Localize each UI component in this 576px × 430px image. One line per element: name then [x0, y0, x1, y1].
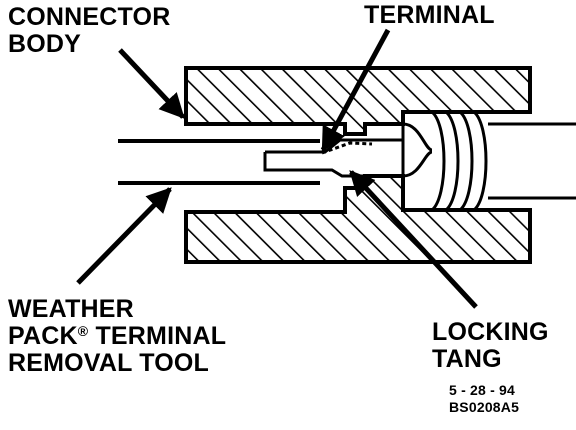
- connector-body-arrow: [118, 48, 185, 119]
- figure-date: 5 - 28 - 94: [449, 382, 516, 398]
- removal-tool-label-line2: PACK® TERMINAL: [8, 323, 226, 350]
- terminal-label-text: TERMINAL: [364, 1, 495, 29]
- locking-tang-label: LOCKING TANG: [432, 319, 549, 373]
- locking-tang-arrow: [349, 170, 478, 309]
- locking-tang-label-line1: LOCKING: [432, 318, 549, 346]
- removal-tool-label: WEATHER PACK® TERMINAL REMOVAL TOOL: [8, 296, 226, 377]
- removal-tool-label-pack: PACK: [8, 322, 78, 350]
- removal-tool: [118, 139, 320, 185]
- connector-body-label-line1: CONNECTOR: [8, 3, 171, 31]
- leader-arrows: [76, 28, 478, 309]
- terminal-arrow: [320, 28, 391, 153]
- locking-tang-label-line2: TANG: [432, 345, 502, 373]
- removal-tool-arrow: [76, 187, 172, 285]
- removal-tool-label-line1: WEATHER: [8, 295, 134, 323]
- connector-body-top-wall: [184, 66, 532, 136]
- removal-tool-label-terminal: TERMINAL: [88, 322, 227, 350]
- terminal-pin: [263, 138, 403, 178]
- figure-info: 5 - 28 - 94 BS0208A5: [449, 382, 519, 416]
- seal-rings: [401, 110, 576, 212]
- connector-body-label-line2: BODY: [8, 30, 82, 58]
- terminal-label: TERMINAL: [364, 2, 495, 29]
- connector-body-label: CONNECTOR BODY: [8, 4, 170, 58]
- connector-body-bottom-wall: [184, 174, 532, 264]
- figure-code: BS0208A5: [449, 399, 520, 415]
- registered-mark: ®: [77, 323, 89, 339]
- removal-tool-label-line3: REMOVAL TOOL: [8, 349, 210, 377]
